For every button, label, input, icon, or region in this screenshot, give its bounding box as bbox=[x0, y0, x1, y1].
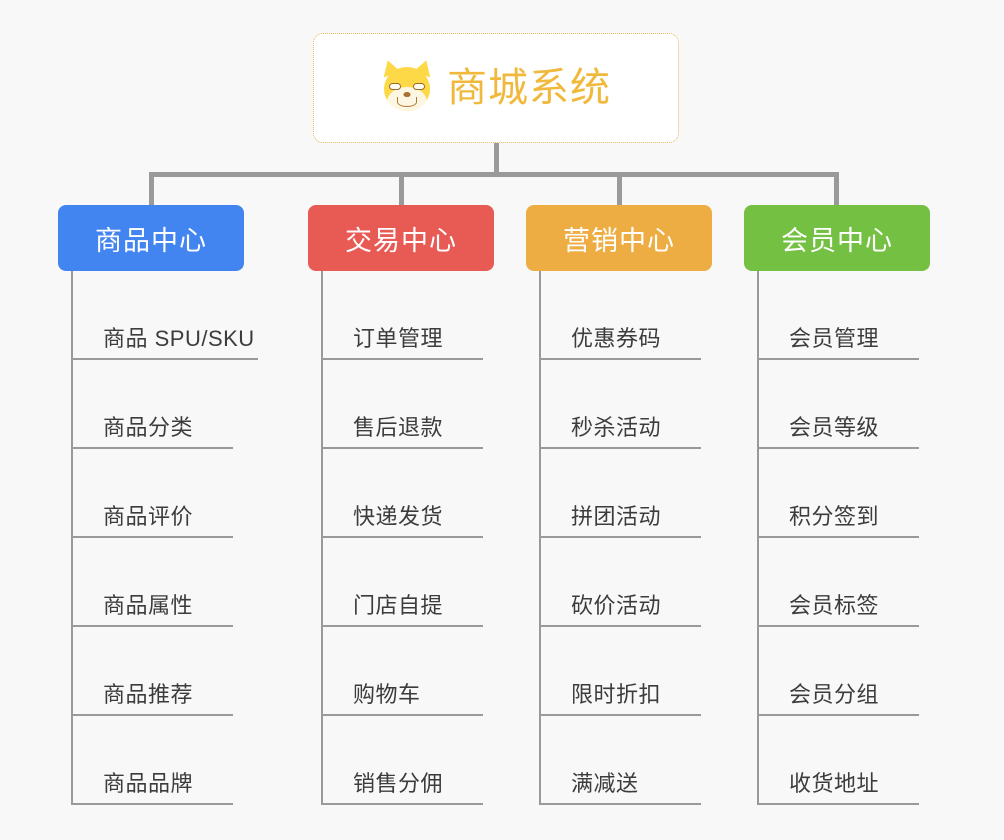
list-item[interactable]: 会员分组 bbox=[759, 627, 944, 716]
list-item[interactable]: 商品评价 bbox=[73, 449, 258, 538]
list-item[interactable]: 限时折扣 bbox=[541, 627, 726, 716]
list-item[interactable]: 商品分类 bbox=[73, 360, 258, 449]
branch-column-trade-center: 交易中心 订单管理 售后退款 快递发货 门店自提 购物车 销售分佣 bbox=[308, 205, 508, 805]
category-title: 交易中心 bbox=[345, 225, 457, 256]
leaf-label: 销售分佣 bbox=[353, 771, 444, 796]
shiba-dog-face-icon bbox=[379, 57, 435, 114]
list-item[interactable]: 满减送 bbox=[541, 716, 726, 805]
list-item[interactable]: 会员等级 bbox=[759, 360, 944, 449]
leaf-label: 优惠券码 bbox=[571, 326, 662, 351]
category-header-trade-center[interactable]: 交易中心 bbox=[308, 205, 494, 271]
connector-drop-3 bbox=[617, 172, 622, 208]
leaf-label: 砍价活动 bbox=[571, 593, 662, 618]
list-item[interactable]: 会员标签 bbox=[759, 538, 944, 627]
leaf-label: 商品评价 bbox=[103, 504, 194, 529]
leaf-label: 满减送 bbox=[571, 771, 639, 796]
leaf-list-trade-center: 订单管理 售后退款 快递发货 门店自提 购物车 销售分佣 bbox=[321, 271, 508, 805]
leaf-label: 商品推荐 bbox=[103, 682, 194, 707]
category-title: 商品中心 bbox=[95, 225, 207, 256]
connector-drop-1 bbox=[149, 172, 154, 208]
leaf-label: 商品属性 bbox=[103, 593, 194, 618]
root-node-shop-system[interactable]: 商城系统 bbox=[313, 33, 679, 143]
leaf-label: 会员分组 bbox=[789, 682, 880, 707]
leaf-label: 售后退款 bbox=[353, 415, 444, 440]
list-item[interactable]: 商品推荐 bbox=[73, 627, 258, 716]
list-item[interactable]: 门店自提 bbox=[323, 538, 508, 627]
leaf-label: 收货地址 bbox=[789, 771, 880, 796]
list-item[interactable]: 商品属性 bbox=[73, 538, 258, 627]
leaf-label: 快递发货 bbox=[353, 504, 444, 529]
leaf-label: 会员等级 bbox=[789, 415, 880, 440]
leaf-label: 积分签到 bbox=[789, 504, 880, 529]
list-item[interactable]: 砍价活动 bbox=[541, 538, 726, 627]
leaf-label: 拼团活动 bbox=[571, 504, 662, 529]
category-title: 会员中心 bbox=[781, 225, 893, 256]
category-header-member-center[interactable]: 会员中心 bbox=[744, 205, 930, 271]
list-item[interactable]: 拼团活动 bbox=[541, 449, 726, 538]
list-item[interactable]: 订单管理 bbox=[323, 271, 508, 360]
branch-column-member-center: 会员中心 会员管理 会员等级 积分签到 会员标签 会员分组 收货地址 bbox=[744, 205, 944, 805]
list-item[interactable]: 快递发货 bbox=[323, 449, 508, 538]
leaf-label: 商品 SPU/SKU bbox=[103, 326, 255, 351]
list-item[interactable]: 购物车 bbox=[323, 627, 508, 716]
branch-column-product-center: 商品中心 商品 SPU/SKU 商品分类 商品评价 商品属性 商品推荐 商品品牌 bbox=[58, 205, 258, 805]
list-item[interactable]: 商品 SPU/SKU bbox=[73, 271, 258, 360]
list-item[interactable]: 秒杀活动 bbox=[541, 360, 726, 449]
connector-drop-4 bbox=[834, 172, 839, 208]
leaf-label: 会员标签 bbox=[789, 593, 880, 618]
leaf-list-marketing-center: 优惠券码 秒杀活动 拼团活动 砍价活动 限时折扣 满减送 bbox=[539, 271, 726, 805]
leaf-label: 商品品牌 bbox=[103, 771, 194, 796]
leaf-list-product-center: 商品 SPU/SKU 商品分类 商品评价 商品属性 商品推荐 商品品牌 bbox=[71, 271, 258, 805]
list-item[interactable]: 销售分佣 bbox=[323, 716, 508, 805]
list-item[interactable]: 售后退款 bbox=[323, 360, 508, 449]
list-item[interactable]: 收货地址 bbox=[759, 716, 944, 805]
category-header-marketing-center[interactable]: 营销中心 bbox=[526, 205, 712, 271]
list-item[interactable]: 会员管理 bbox=[759, 271, 944, 360]
root-title: 商城系统 bbox=[447, 66, 611, 110]
leaf-list-member-center: 会员管理 会员等级 积分签到 会员标签 会员分组 收货地址 bbox=[757, 271, 944, 805]
branch-column-marketing-center: 营销中心 优惠券码 秒杀活动 拼团活动 砍价活动 限时折扣 满减送 bbox=[526, 205, 726, 805]
list-item[interactable]: 商品品牌 bbox=[73, 716, 258, 805]
connector-horizontal-bus bbox=[149, 172, 839, 177]
leaf-label: 商品分类 bbox=[103, 415, 194, 440]
leaf-label: 购物车 bbox=[353, 682, 421, 707]
list-item[interactable]: 优惠券码 bbox=[541, 271, 726, 360]
leaf-label: 订单管理 bbox=[353, 326, 444, 351]
category-title: 营销中心 bbox=[563, 225, 675, 256]
connector-drop-2 bbox=[399, 172, 404, 208]
connector-root-stem bbox=[494, 143, 499, 175]
leaf-label: 门店自提 bbox=[353, 593, 444, 618]
leaf-label: 会员管理 bbox=[789, 326, 880, 351]
list-item[interactable]: 积分签到 bbox=[759, 449, 944, 538]
leaf-label: 限时折扣 bbox=[571, 682, 662, 707]
leaf-label: 秒杀活动 bbox=[571, 415, 662, 440]
category-header-product-center[interactable]: 商品中心 bbox=[58, 205, 244, 271]
